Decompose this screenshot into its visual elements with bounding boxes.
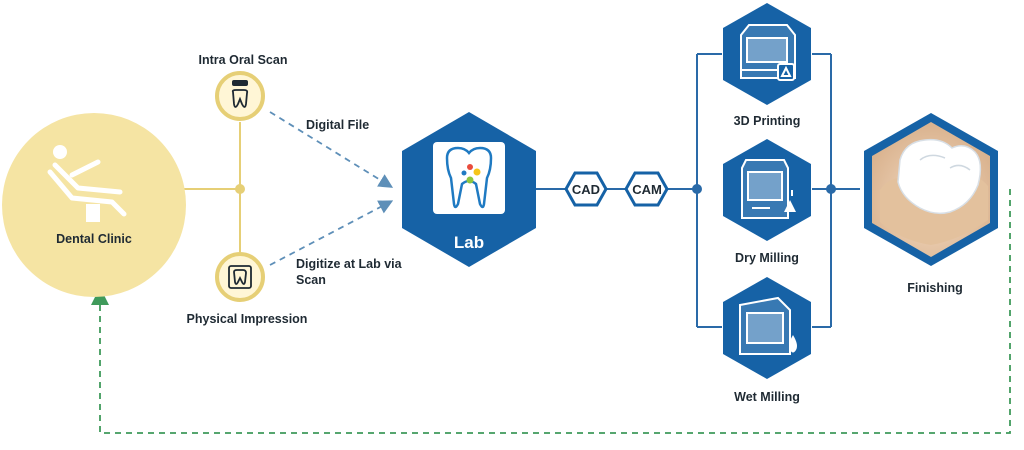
lab-label: Lab	[454, 233, 484, 252]
intra-oral-scan-node	[215, 71, 265, 121]
digital-file-label: Digital File	[306, 118, 370, 132]
wet-mill-icon	[739, 296, 797, 355]
physical-impression-node	[215, 252, 265, 302]
dental-clinic-node	[2, 113, 186, 297]
cad-label: CAD	[572, 182, 600, 197]
intra-oral-scan-label: Intra Oral Scan	[198, 53, 288, 67]
3d-printing-node	[723, 3, 811, 105]
dry-milling-label: Dry Milling	[735, 251, 799, 265]
digitize-arrow	[269, 200, 394, 266]
cam-node: CAM	[624, 171, 669, 207]
connectors	[91, 53, 1011, 434]
cam-label: CAM	[632, 182, 662, 197]
finishing-node	[864, 113, 998, 266]
physical-impression-label: Physical Impression	[186, 312, 308, 326]
dry-milling-node	[723, 139, 811, 241]
junction-dot	[235, 184, 245, 194]
wet-milling-node	[723, 277, 811, 379]
dental-chair-icon	[47, 145, 127, 222]
dental-crown-photo	[880, 138, 988, 245]
impression-tray-icon	[228, 265, 252, 289]
wet-milling-label: Wet Milling	[734, 390, 800, 404]
cad-node: CAD	[564, 171, 608, 207]
dental-clinic-label: Dental Clinic	[56, 232, 132, 246]
3d-printer-icon	[740, 24, 796, 81]
digital-file-arrow	[269, 111, 394, 188]
dry-mill-icon	[741, 159, 796, 219]
intraoral-scanner-icon	[231, 80, 249, 108]
return-loop-arrow	[91, 189, 1011, 434]
finishing-label: Finishing	[907, 281, 963, 295]
tooth-logo-icon	[445, 146, 493, 209]
merge-dot	[826, 184, 836, 194]
3d-printing-label: 3D Printing	[733, 114, 801, 128]
digitize-label-line1: Digitize at Lab via	[296, 257, 402, 271]
digitize-label-line2: Scan	[296, 273, 326, 287]
lab-node: Lab	[402, 112, 536, 267]
